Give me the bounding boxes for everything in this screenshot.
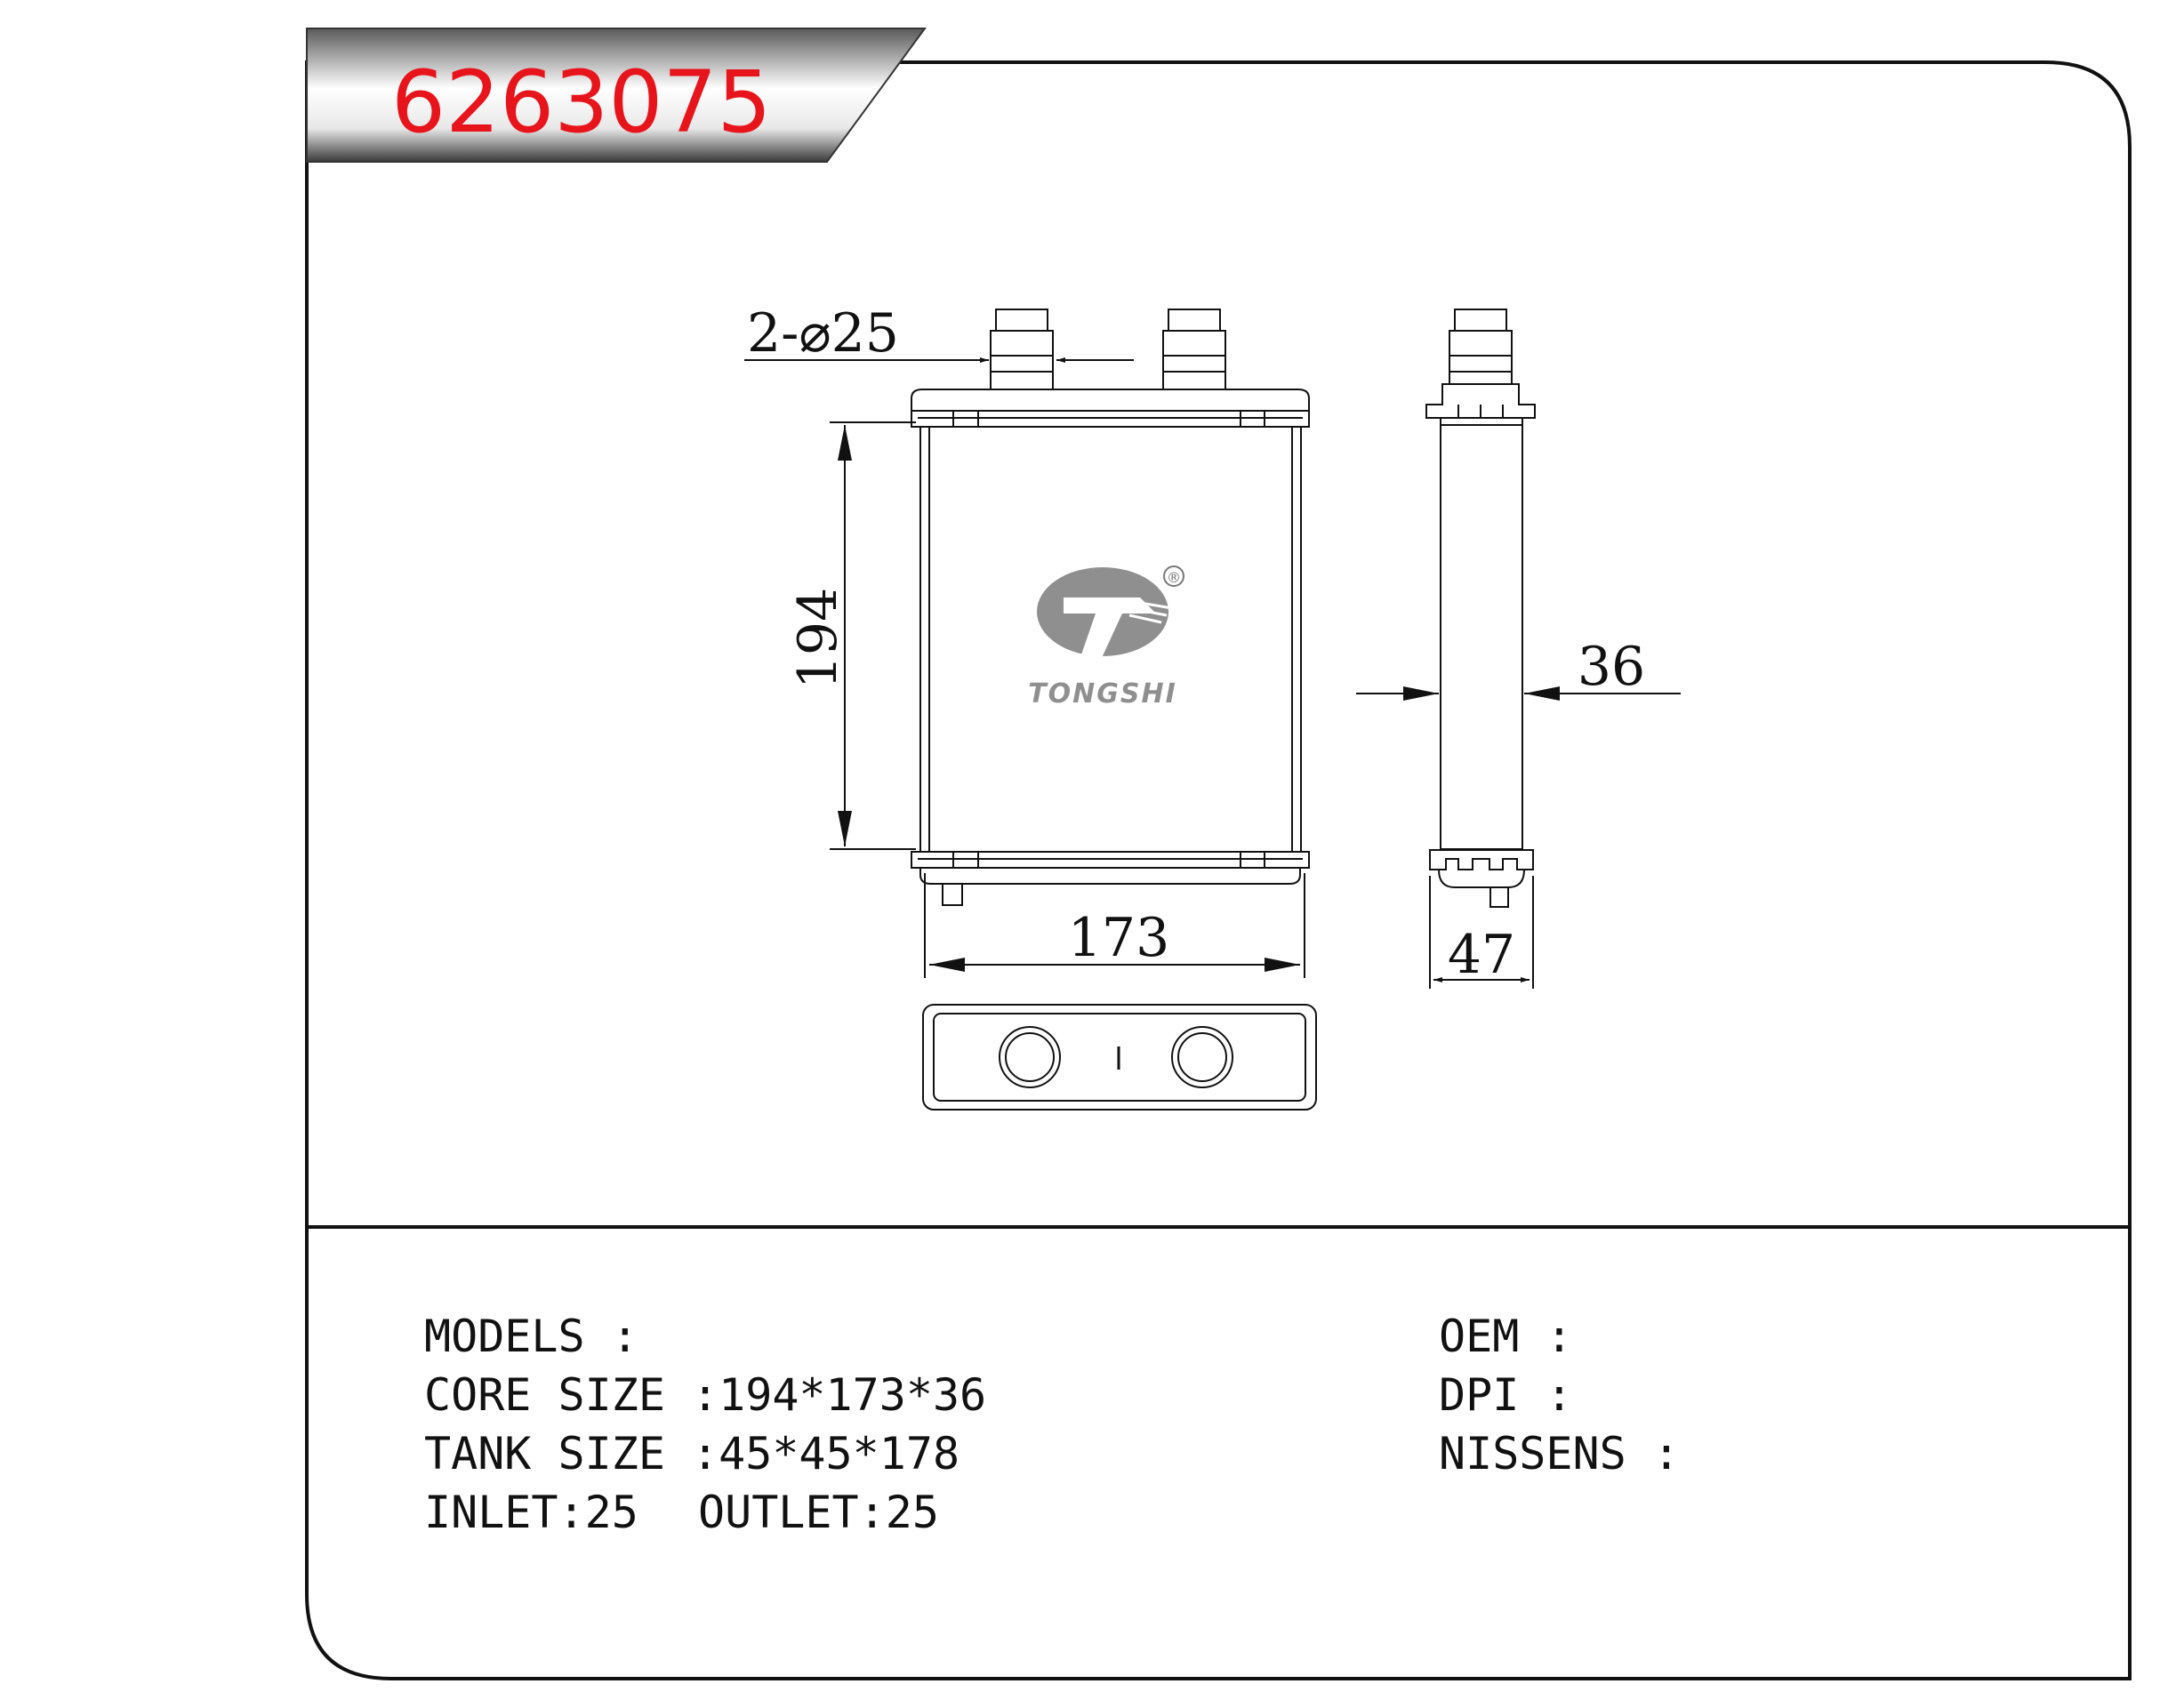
outlet-port xyxy=(1171,1026,1233,1088)
top-view xyxy=(922,1004,1317,1111)
part-number: 6263075 xyxy=(391,52,772,152)
registered-mark: ® xyxy=(1167,569,1181,586)
oem-label: OEM : xyxy=(1439,1311,1573,1362)
title-banner xyxy=(306,28,927,163)
dim-tank-depth-label: 47 xyxy=(1448,924,1515,986)
dim-pipe-label: 2-⌀25 xyxy=(747,302,899,365)
registered-icon xyxy=(1163,565,1184,587)
sheet-frame xyxy=(305,60,2132,1680)
dim-height-label: 194 xyxy=(787,588,849,690)
dpi-label: DPI : xyxy=(1439,1369,1573,1421)
dim-tank-depth xyxy=(1429,876,1534,989)
inlet-port xyxy=(999,1026,1061,1088)
front-view xyxy=(911,309,1310,906)
outlet-pipe xyxy=(1162,309,1226,390)
outlet-size: OUTLET:25 xyxy=(698,1487,939,1538)
dim-depth-label: 36 xyxy=(1578,636,1645,698)
dim-width xyxy=(924,873,1305,978)
dim-height xyxy=(830,421,916,850)
core-size: CORE SIZE :194*173*36 xyxy=(424,1369,987,1421)
dim-width-label: 173 xyxy=(1068,907,1170,969)
tongshi-logo: ® TONGSHI xyxy=(1028,565,1184,710)
side-view xyxy=(1425,309,1536,908)
nissens-label: NISSENS : xyxy=(1439,1428,1680,1479)
inlet-pipe xyxy=(990,309,1054,390)
logo-text: TONGSHI xyxy=(1028,678,1177,710)
side-core xyxy=(1440,424,1523,851)
models-label: MODELS : xyxy=(424,1311,638,1362)
inlet-size: INLET:25 xyxy=(424,1487,638,1538)
tank-size: TANK SIZE :45*45*178 xyxy=(424,1428,960,1479)
